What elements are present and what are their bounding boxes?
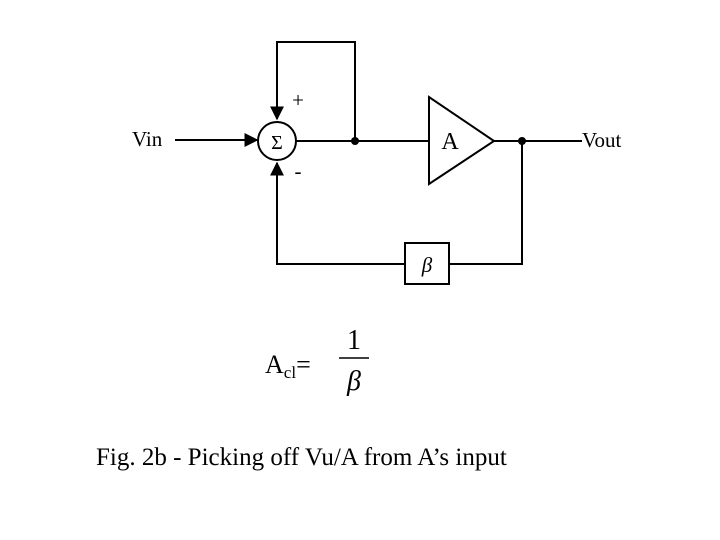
formula-denominator: β: [346, 366, 361, 397]
feedback-block: [404, 242, 450, 285]
plus-loop-wire: [270, 41, 356, 141]
feedback-wire-left: [270, 161, 405, 265]
formula-equals: =: [296, 350, 311, 379]
formula-lhs-subscript: cl: [284, 363, 297, 382]
amplifier-label: A: [441, 129, 459, 155]
figure-caption: Fig. 2b - Picking off Vu/A from A’s inpu…: [96, 444, 507, 471]
formula-lhs: Acl=: [265, 350, 311, 382]
amplifier: [428, 95, 496, 186]
input-label: Vin: [132, 127, 163, 151]
feedback-wire-right: [449, 141, 523, 265]
formula-lhs-main: A: [265, 350, 284, 379]
feedback-label: β: [421, 253, 433, 277]
summer-symbol: Σ: [271, 132, 283, 154]
plus-sign: +: [292, 88, 304, 112]
minus-sign: -: [295, 159, 302, 183]
output-label: Vout: [582, 128, 621, 152]
formula-numerator: 1: [347, 325, 361, 356]
